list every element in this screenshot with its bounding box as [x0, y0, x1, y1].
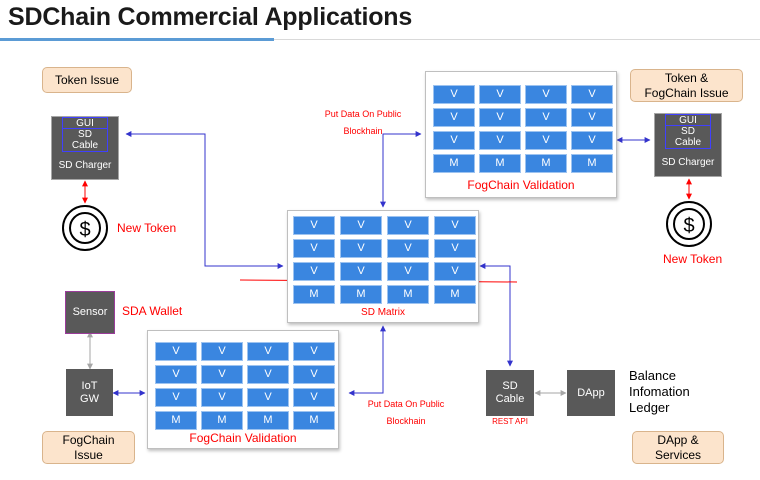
node-cell-v: V [247, 388, 289, 407]
node-cell-v: V [293, 365, 335, 384]
gui-label: GUI [62, 117, 108, 130]
rest-api-label: REST API [492, 417, 528, 426]
node-cell-v: V [479, 85, 521, 104]
node-cell-v: V [340, 216, 382, 235]
node-cell-v: V [201, 365, 243, 384]
tag-dapp-services: DApp & Services [632, 431, 724, 464]
node-cell-v: V [293, 239, 335, 258]
dapp-box: DApp [567, 370, 615, 416]
node-cell-v: V [155, 342, 197, 361]
node-cell-v: V [479, 131, 521, 150]
node-cell-v: V [201, 388, 243, 407]
put-data-note-top: Put Data On Public Blockhain [324, 109, 402, 136]
node-cell-v: V [340, 262, 382, 281]
node-cell-v: V [571, 85, 613, 104]
link-top-validation-matrix [380, 131, 422, 208]
node-cell-m: M [387, 285, 429, 304]
node-cell-v: V [293, 388, 335, 407]
sd-charger-label: SD Charger [661, 157, 715, 168]
svg-text:$: $ [683, 215, 694, 237]
link-matrix-sdcable [479, 263, 513, 367]
node-cell-v: V [155, 388, 197, 407]
node-cell-m: M [434, 285, 476, 304]
node-cell-v: V [433, 131, 475, 150]
new-token-label-right: New Token [663, 252, 723, 266]
node-cell-m: M [571, 154, 613, 173]
node-cell-m: M [525, 154, 567, 173]
ledger-text: Balance Infomation Ledger [629, 368, 690, 415]
sda-wallet-label: SDA Wallet [122, 304, 183, 318]
matrix-caption: FogChain Validation [467, 178, 575, 192]
sd-charger-left: GUI SD Cable SD Charger [51, 116, 119, 180]
title-underline [274, 38, 760, 40]
node-cell-v: V [433, 108, 475, 127]
node-cell-v: V [201, 342, 243, 361]
sd-cable-block: SD Cable [62, 128, 108, 152]
sd-cable-box: SD Cable [486, 370, 534, 416]
node-cell-m: M [433, 154, 475, 173]
node-cell-m: M [340, 285, 382, 304]
node-cell-v: V [293, 262, 335, 281]
node-cell-v: V [571, 108, 613, 127]
node-cell-v: V [434, 239, 476, 258]
tag-token-fogchain-issue: Token & FogChain Issue [630, 69, 743, 102]
title-underline-accent [0, 38, 274, 41]
node-cell-m: M [247, 411, 289, 430]
node-cell-m: M [201, 411, 243, 430]
node-cell-m: M [293, 285, 335, 304]
page-title: SDChain Commercial Applications [8, 3, 413, 31]
sd-charger-right: GUI SD Cable SD Charger [654, 113, 722, 177]
node-cell-m: M [155, 411, 197, 430]
node-cell-v: V [434, 262, 476, 281]
node-cell-v: V [247, 365, 289, 384]
put-data-note-bottom: Put Data On Public Blockhain [367, 399, 445, 426]
sd-charger-label: SD Charger [58, 160, 112, 171]
node-cell-v: V [525, 108, 567, 127]
node-cell-v: V [387, 239, 429, 258]
tag-fogchain-issue: FogChain Issue [42, 431, 135, 464]
node-cell-v: V [155, 365, 197, 384]
node-cell-v: V [433, 85, 475, 104]
tag-token-issue: Token Issue [42, 67, 132, 93]
svg-text:$: $ [79, 219, 90, 241]
node-cell-v: V [293, 342, 335, 361]
node-cell-v: V [387, 216, 429, 235]
sensor-box: Sensor [65, 291, 115, 334]
node-cell-v: V [387, 262, 429, 281]
node-cell-v: V [247, 342, 289, 361]
node-cell-m: M [479, 154, 521, 173]
node-cell-v: V [479, 108, 521, 127]
matrix-caption: FogChain Validation [189, 431, 297, 445]
node-cell-v: V [571, 131, 613, 150]
coin-icon-right: $ [666, 201, 712, 247]
coin-icon-left: $ [62, 205, 108, 251]
link-left-charger-matrix [125, 131, 284, 269]
node-cell-v: V [525, 131, 567, 150]
node-cell-v: V [340, 239, 382, 258]
node-cell-v: V [434, 216, 476, 235]
node-cell-v: V [293, 216, 335, 235]
new-token-label-left: New Token [117, 221, 177, 235]
matrix-caption: SD Matrix [361, 307, 405, 318]
node-cell-v: V [525, 85, 567, 104]
sd-cable-block: SD Cable [665, 125, 711, 149]
node-cell-m: M [293, 411, 335, 430]
iot-gateway-box: IoT GW [66, 369, 113, 416]
link-bottom-validation-matrix [348, 325, 386, 396]
